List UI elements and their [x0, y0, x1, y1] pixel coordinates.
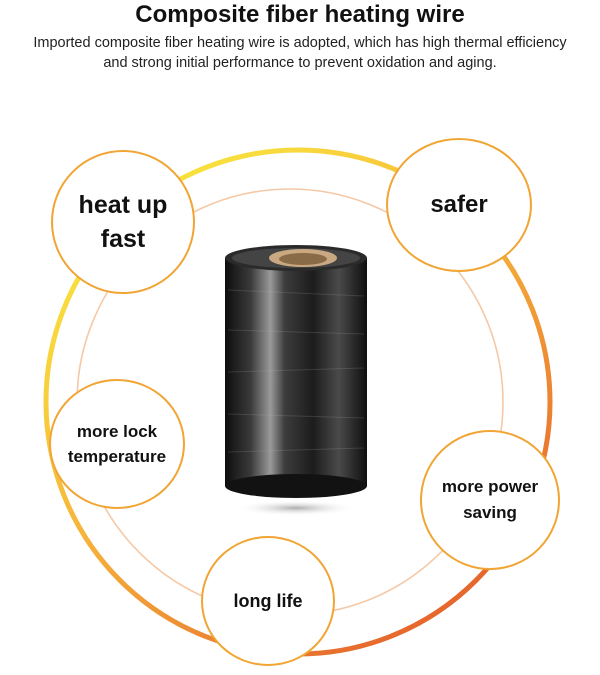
feature-safer-label: safer [430, 191, 488, 218]
feature-more-lock-temperature-line1: more lock [76, 422, 158, 441]
feature-more-lock-temperature-line2: temperature [67, 447, 167, 466]
feature-more-power-saving: more power saving [420, 430, 560, 570]
page-subtitle: Imported composite fiber heating wire is… [0, 33, 600, 73]
feature-long-life: long life [201, 536, 335, 666]
feature-more-power-saving-line1: more power [441, 477, 539, 496]
feature-heat-up-fast-line1: heat up [78, 191, 168, 219]
feature-more-lock-temperature: more lock temperature [49, 379, 185, 509]
feature-more-power-saving-line2: saving [463, 503, 517, 522]
feature-heat-up-fast-line2: fast [100, 225, 146, 253]
feature-long-life-label: long life [233, 590, 303, 611]
page-title: Composite fiber heating wire [135, 1, 465, 28]
feature-heat-up-fast: heat up fast [51, 150, 195, 294]
subtitle-line-1: Imported composite fiber heating wire is… [33, 35, 567, 51]
carbon-fiber-spool-image [225, 245, 367, 516]
subtitle-line-2: and strong initial performance to preven… [103, 55, 497, 71]
feature-safer: safer [386, 138, 532, 272]
